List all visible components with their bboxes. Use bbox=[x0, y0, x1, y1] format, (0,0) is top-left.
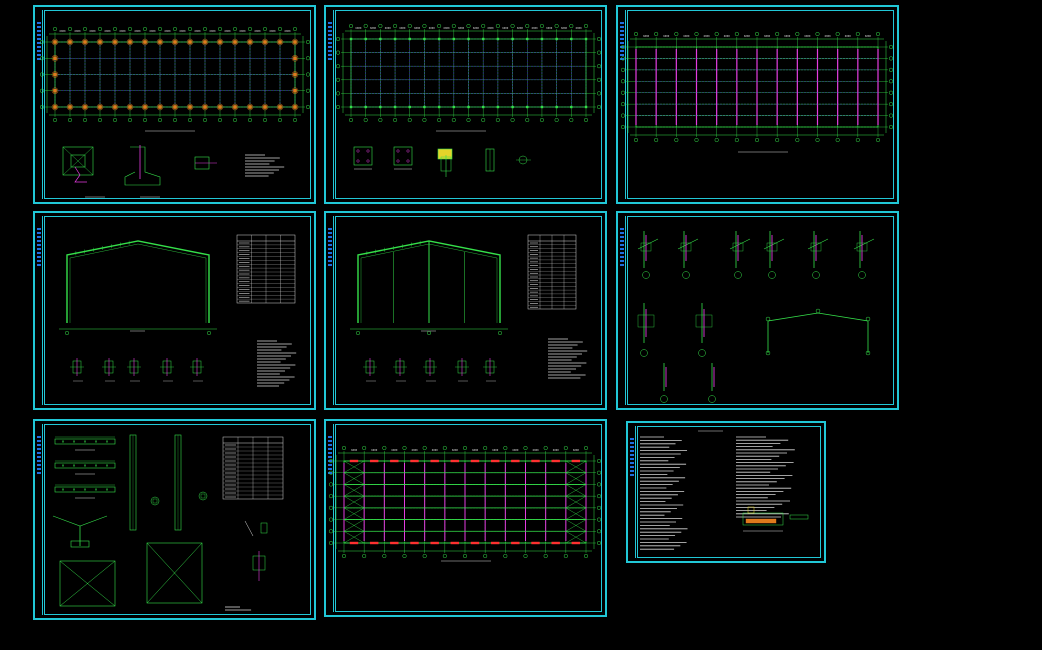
svg-text:6000: 6000 bbox=[576, 26, 583, 30]
svg-text:6000: 6000 bbox=[135, 29, 142, 33]
sheet-connection-details[interactable] bbox=[616, 211, 899, 410]
svg-text:6000: 6000 bbox=[488, 26, 495, 30]
svg-text:6000: 6000 bbox=[240, 29, 247, 33]
svg-text:6000: 6000 bbox=[165, 29, 172, 33]
svg-text:6000: 6000 bbox=[120, 29, 127, 33]
title-strip bbox=[327, 216, 334, 405]
svg-text:6000: 6000 bbox=[195, 29, 202, 33]
svg-text:6000: 6000 bbox=[414, 26, 421, 30]
sheet-roof-purlin-layout[interactable]: 6000 6000 6000 6000 6000 6000 6000 6000 6000 6000… bbox=[616, 5, 899, 204]
svg-text:6000: 6000 bbox=[704, 34, 711, 38]
svg-text:6000: 6000 bbox=[391, 448, 398, 452]
roof-purlin-layout-drawing: 6000 6000 6000 6000 6000 6000 6000 6000 6000 6000… bbox=[620, 31, 894, 153]
svg-text:6000: 6000 bbox=[502, 26, 509, 30]
svg-text:6000: 6000 bbox=[764, 34, 771, 38]
svg-text:6000: 6000 bbox=[573, 448, 580, 452]
svg-text:6000: 6000 bbox=[429, 26, 436, 30]
svg-text:6000: 6000 bbox=[561, 26, 568, 30]
title-strip bbox=[327, 10, 334, 199]
sheet-member-details[interactable] bbox=[33, 419, 316, 620]
svg-text:6000: 6000 bbox=[270, 29, 277, 33]
anchor-bolt-plan-drawing: 6000 6000 6000 6000 6000 6000 6000 6000 6000 6000… bbox=[335, 23, 602, 177]
sheet-roof-bracing-plan[interactable]: 6000 6000 6000 6000 6000 6000 6000 6000 6000 6000… bbox=[324, 419, 607, 617]
svg-text:6000: 6000 bbox=[60, 29, 67, 33]
svg-text:6000: 6000 bbox=[517, 26, 524, 30]
foundation-plan-drawing: 6000 6000 6000 6000 6000 6000 6000 6000 6000 6000… bbox=[39, 26, 311, 198]
svg-text:6000: 6000 bbox=[865, 34, 872, 38]
svg-text:6000: 6000 bbox=[492, 448, 499, 452]
portal-frame-2-drawing bbox=[350, 234, 588, 382]
svg-text:6000: 6000 bbox=[553, 448, 560, 452]
svg-text:6000: 6000 bbox=[683, 34, 690, 38]
sheet-portal-frame-1[interactable] bbox=[33, 211, 316, 410]
title-strip bbox=[619, 10, 626, 199]
svg-text:6000: 6000 bbox=[385, 26, 392, 30]
svg-text:6000: 6000 bbox=[210, 29, 217, 33]
svg-text:6000: 6000 bbox=[458, 26, 465, 30]
title-strip bbox=[327, 424, 334, 612]
svg-text:6000: 6000 bbox=[452, 448, 459, 452]
sheet-portal-frame-2[interactable] bbox=[324, 211, 607, 410]
svg-text:6000: 6000 bbox=[150, 29, 157, 33]
svg-text:6000: 6000 bbox=[105, 29, 112, 33]
svg-text:6000: 6000 bbox=[371, 448, 378, 452]
svg-text:6000: 6000 bbox=[845, 34, 852, 38]
svg-text:6000: 6000 bbox=[399, 26, 406, 30]
sheet-foundation-plan[interactable]: 6000 6000 6000 6000 6000 6000 6000 6000 6000 6000… bbox=[33, 5, 316, 204]
sheet-anchor-bolt-plan[interactable]: 6000 6000 6000 6000 6000 6000 6000 6000 6000 6000… bbox=[324, 5, 607, 204]
svg-text:6000: 6000 bbox=[355, 26, 362, 30]
svg-text:6000: 6000 bbox=[512, 448, 519, 452]
svg-text:6000: 6000 bbox=[180, 29, 187, 33]
svg-text:6000: 6000 bbox=[90, 29, 97, 33]
svg-text:6000: 6000 bbox=[255, 29, 262, 33]
svg-text:6000: 6000 bbox=[225, 29, 232, 33]
title-strip bbox=[36, 424, 43, 615]
svg-text:6000: 6000 bbox=[285, 29, 292, 33]
svg-text:6000: 6000 bbox=[472, 448, 479, 452]
svg-text:6000: 6000 bbox=[784, 34, 791, 38]
svg-text:6000: 6000 bbox=[370, 26, 377, 30]
svg-text:6000: 6000 bbox=[351, 448, 358, 452]
svg-text:6000: 6000 bbox=[643, 34, 650, 38]
svg-text:6000: 6000 bbox=[75, 29, 82, 33]
connection-details-drawing bbox=[637, 231, 875, 403]
portal-frame-1-drawing bbox=[59, 234, 297, 387]
sheet-design-notes[interactable] bbox=[626, 421, 826, 563]
svg-text:6000: 6000 bbox=[432, 448, 439, 452]
svg-text:6000: 6000 bbox=[825, 34, 832, 38]
svg-text:6000: 6000 bbox=[663, 34, 670, 38]
title-strip bbox=[619, 216, 626, 405]
member-details-drawing bbox=[52, 434, 284, 611]
svg-text:6000: 6000 bbox=[532, 26, 539, 30]
roof-bracing-plan-drawing: 6000 6000 6000 6000 6000 6000 6000 6000 6000 6000… bbox=[328, 445, 602, 562]
svg-text:6000: 6000 bbox=[724, 34, 731, 38]
title-strip bbox=[36, 216, 43, 405]
title-strip bbox=[629, 426, 636, 558]
design-notes-drawing bbox=[640, 430, 809, 550]
svg-text:6000: 6000 bbox=[533, 448, 540, 452]
title-strip bbox=[36, 10, 43, 199]
svg-text:6000: 6000 bbox=[473, 26, 480, 30]
svg-text:6000: 6000 bbox=[804, 34, 811, 38]
svg-text:6000: 6000 bbox=[744, 34, 751, 38]
svg-text:6000: 6000 bbox=[546, 26, 553, 30]
svg-text:6000: 6000 bbox=[443, 26, 450, 30]
svg-text:6000: 6000 bbox=[412, 448, 419, 452]
